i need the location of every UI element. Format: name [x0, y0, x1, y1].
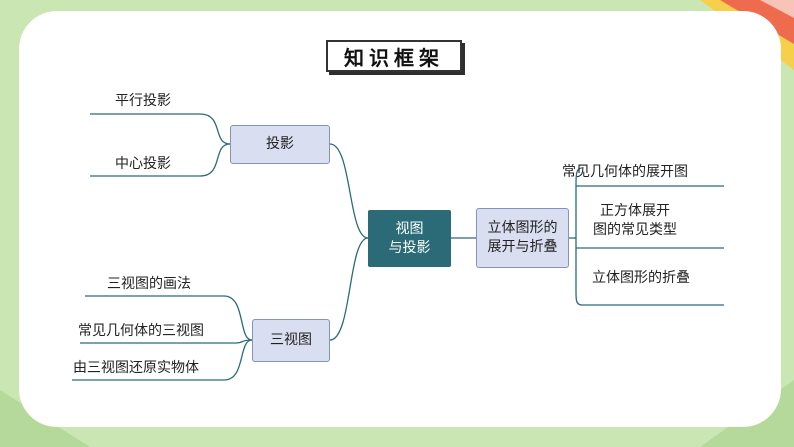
- leaf-solid-folding: 立体图形的折叠: [592, 270, 690, 286]
- branch-node-projection: 投影: [230, 125, 330, 164]
- leaf-cube-nets-types: 正方体展开 图的常见类型: [593, 202, 677, 240]
- page-title: 知识框架: [326, 40, 462, 72]
- center-node-line2: 与投影: [388, 239, 431, 256]
- center-node-line1: 视图: [395, 220, 424, 237]
- leaf-common-solids-three-views: 常见几何体的三视图: [78, 323, 204, 339]
- branch-node-three-views-label: 三视图: [270, 332, 312, 349]
- branch-node-unfold-fold: 立体图形的 展开与折叠: [476, 208, 569, 268]
- leaf-common-solids-nets: 常见几何体的展开图: [562, 164, 688, 180]
- leaf-restore-from-three-views: 由三视图还原实物体: [73, 360, 199, 376]
- branch-node-projection-label: 投影: [266, 136, 294, 153]
- leaf-cube-nets-types-line2: 图的常见类型: [593, 221, 677, 238]
- leaf-three-view-drawing: 三视图的画法: [107, 276, 191, 292]
- center-node: 视图 与投影: [368, 210, 451, 267]
- leaf-parallel-projection: 平行投影: [115, 93, 171, 109]
- branch-node-three-views: 三视图: [252, 319, 330, 362]
- branch-node-unfold-fold-line1: 立体图形的: [487, 220, 558, 237]
- leaf-cube-nets-types-line1: 正方体展开: [600, 203, 670, 219]
- leaf-central-projection: 中心投影: [115, 156, 171, 172]
- branch-node-unfold-fold-line2: 展开与折叠: [487, 239, 558, 255]
